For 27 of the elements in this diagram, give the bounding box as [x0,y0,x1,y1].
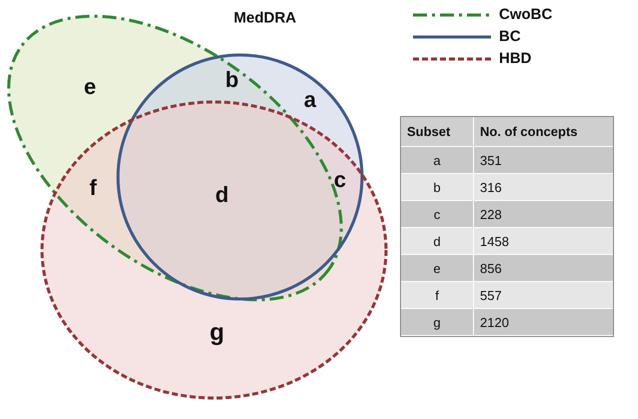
table-cell: 351 [474,147,613,174]
column-header: Subset [401,117,474,147]
column-header: No. of concepts [474,117,613,147]
table-cell: 316 [474,174,613,201]
region-label: c [334,167,346,193]
legend-label: HBD [499,50,532,67]
table-cell: 557 [474,282,613,309]
table-cell: d [401,228,474,255]
table-cell: a [401,147,474,174]
table-cell: g [401,309,474,336]
legend-label: CwoBC [499,6,552,23]
legend-label: BC [499,28,521,45]
table-cell: b [401,174,474,201]
region-label: a [304,87,316,113]
table-cell: e [401,255,474,282]
table-cell: 1458 [474,228,613,255]
table-cell: c [401,201,474,228]
region-label: f [89,175,97,201]
region-label: g [210,319,224,347]
table-cell: 2120 [474,309,613,336]
table-cell: 228 [474,201,613,228]
region-label: b [225,67,239,93]
set-label: MedDRA [234,10,296,26]
table-cell: 856 [474,255,613,282]
table-cell: f [401,282,474,309]
region-label: e [84,74,96,100]
region-label: d [215,182,229,208]
